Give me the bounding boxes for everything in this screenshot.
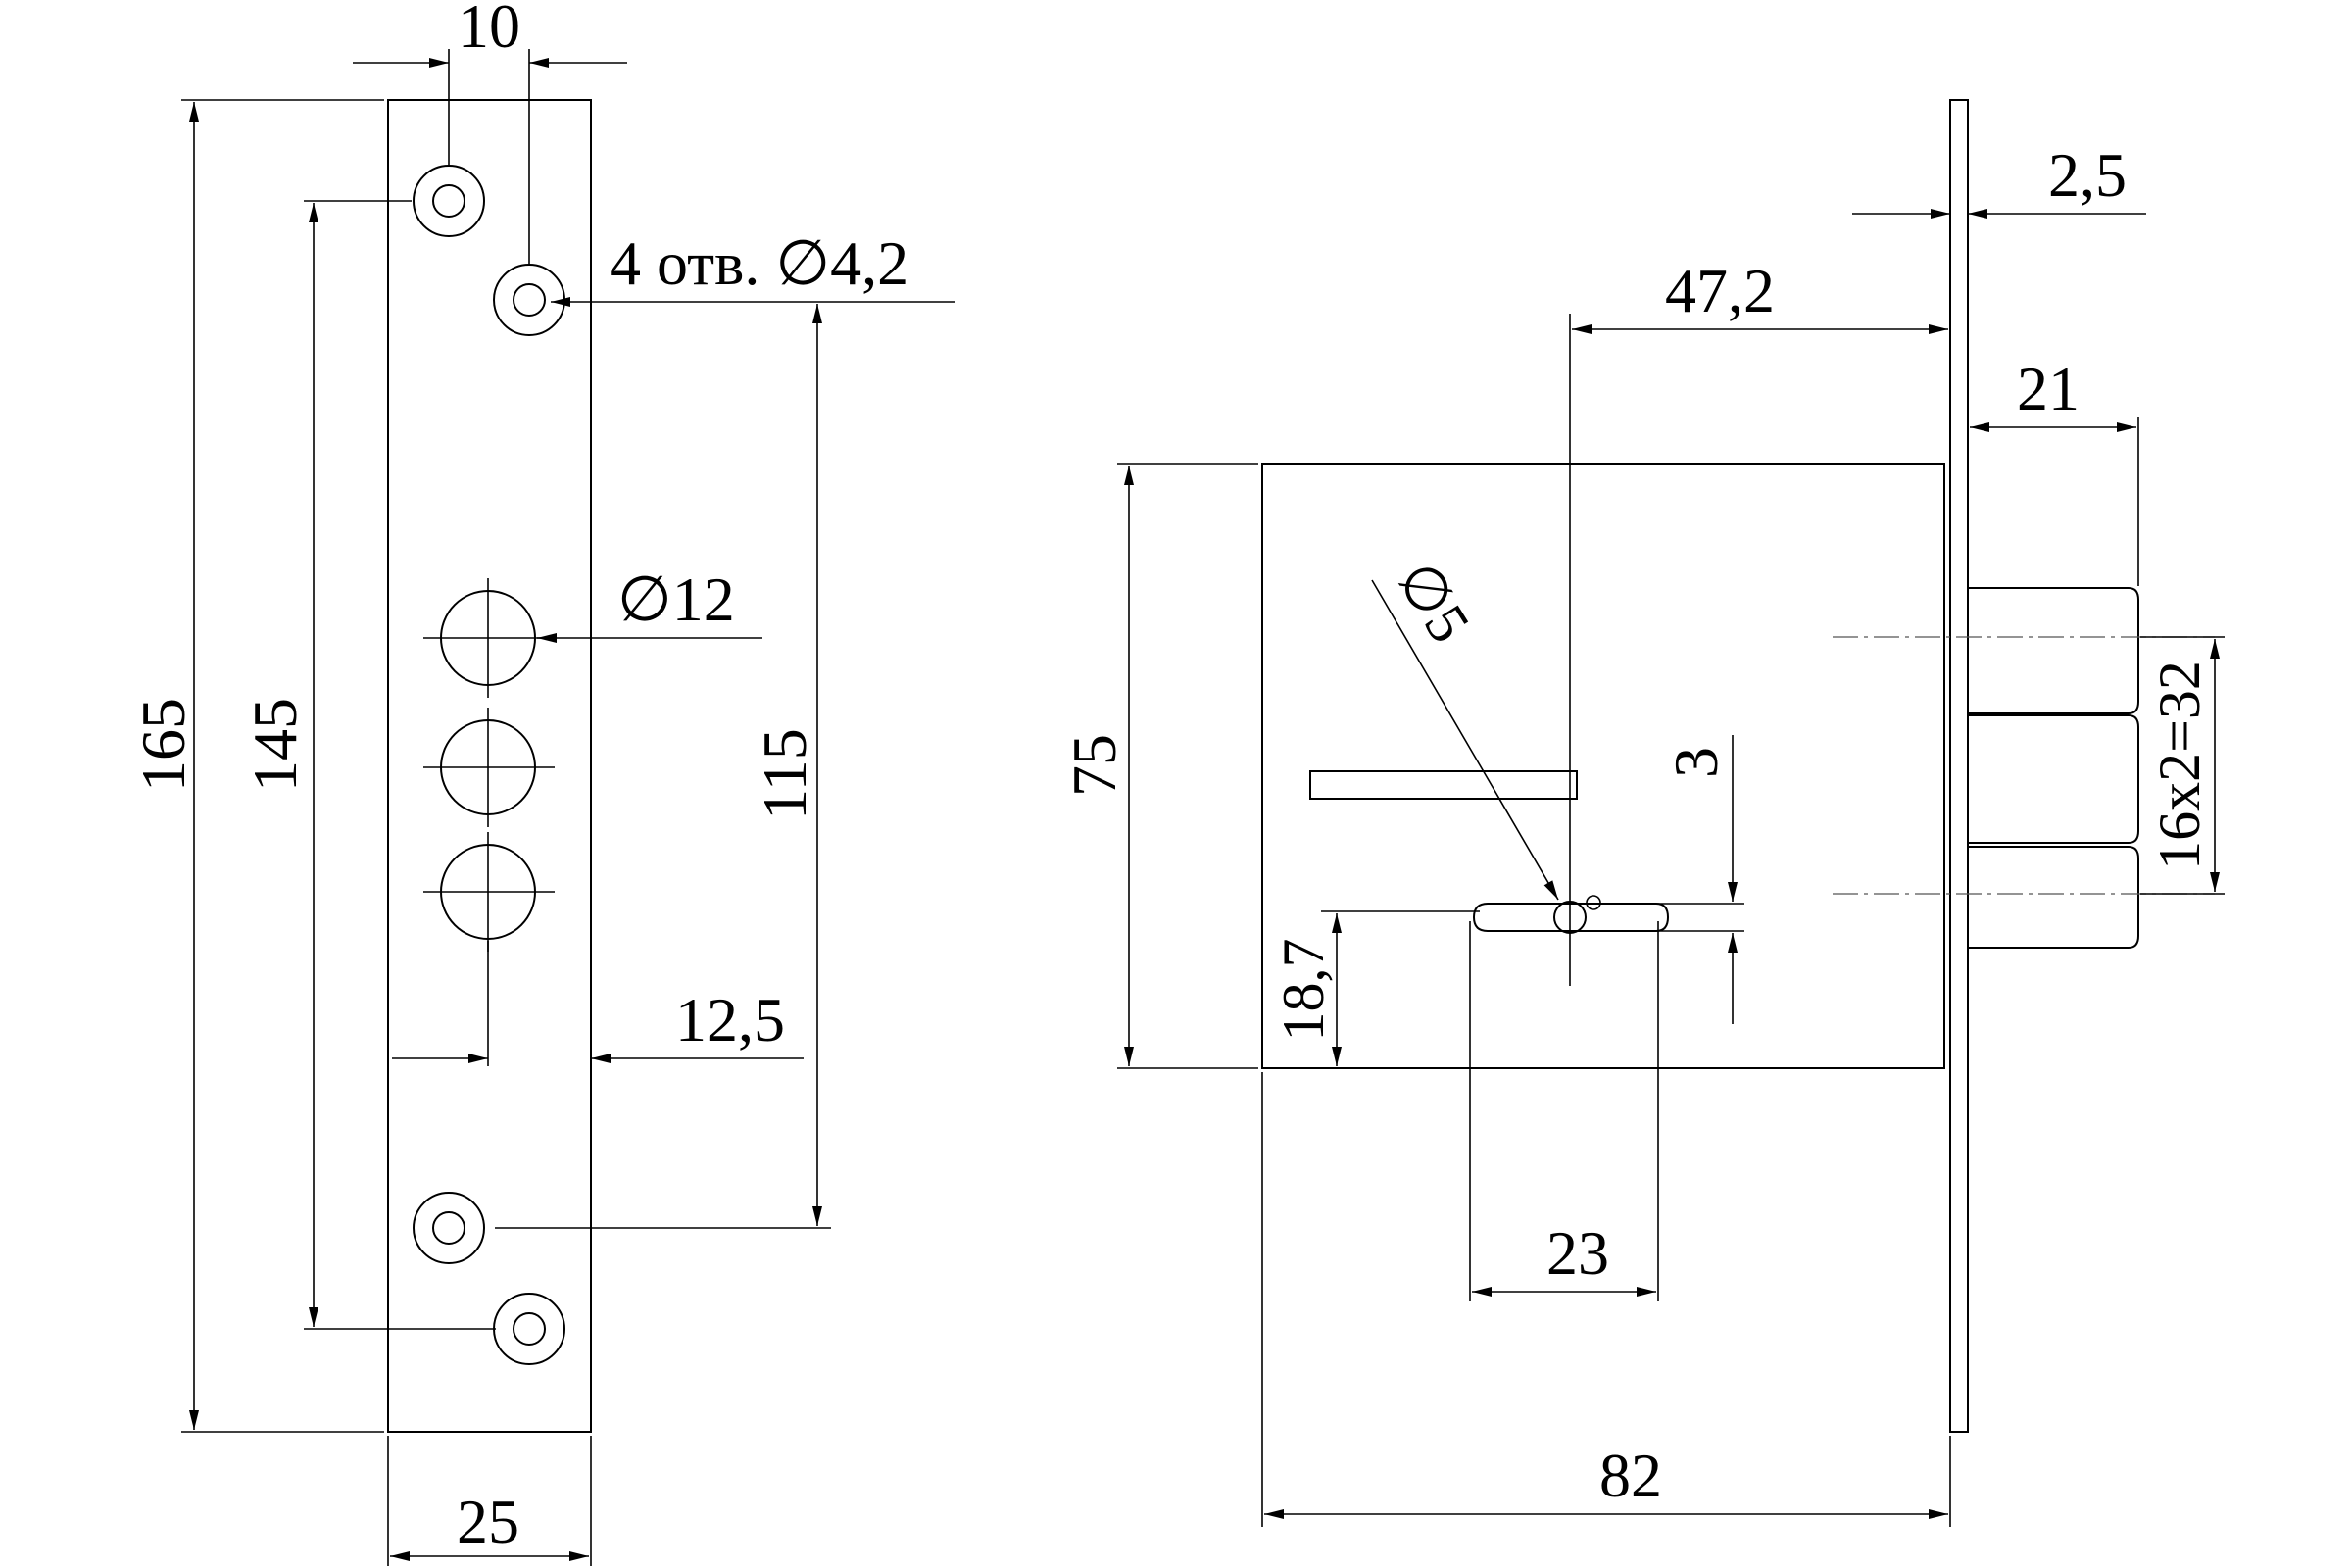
dim-body-depth-label: 82 <box>1599 1441 1662 1510</box>
side-view: ∅5 3 47,2 2,5 21 <box>1059 99 2225 1527</box>
spindle-diameter-label: ∅5 <box>1385 551 1483 654</box>
bolt-diameter-label: ∅12 <box>617 564 735 634</box>
hole-spec-label: 4 отв. ∅4,2 <box>610 228 908 298</box>
dim-keyhole-backset: 47,2 <box>1572 256 1948 334</box>
dim-overall-height: 165 <box>128 99 384 1433</box>
faceplate-outline <box>387 99 592 1433</box>
dim-bolt-center-offset: 12,5 <box>392 985 804 1063</box>
dim-bolt-throw-label: 21 <box>2017 354 2080 423</box>
dim-body-depth: 82 <box>1261 1072 1951 1527</box>
mounting-hole-top-left <box>413 165 485 237</box>
leader-bolt-diameter: ∅12 <box>537 564 762 643</box>
dim-body-height: 75 <box>1059 463 1258 1069</box>
mounting-hole-bottom-right <box>493 1293 565 1365</box>
dim-faceplate-width-label: 25 <box>457 1487 519 1556</box>
dim-mount-hole-spacing: 145 <box>240 200 496 1330</box>
bolt-upper <box>1968 587 2139 714</box>
bolt-middle <box>1968 714 2139 844</box>
dim-bolt-throw: 21 <box>1970 354 2139 586</box>
bolt-hole-middle <box>423 708 555 827</box>
dim-hole-spacing: 115 <box>495 304 831 1229</box>
bolt-hole-top <box>423 578 555 698</box>
dim-bolt-spacing: 16x2=32 <box>2140 636 2225 895</box>
leader-spindle-diameter: ∅5 <box>1371 551 1559 901</box>
leader-hole-spec: 4 отв. ∅4,2 <box>551 228 956 307</box>
dim-slot-width: 3 <box>1586 735 1744 1024</box>
dim-keyhole-backset-label: 47,2 <box>1665 256 1775 325</box>
dim-hole-offset: 10 <box>353 0 627 265</box>
dim-keyhole-height-label: 18,7 <box>1271 939 1336 1042</box>
dim-keyhole-width: 23 <box>1469 921 1659 1301</box>
bolt-hole-bottom <box>423 832 555 952</box>
dim-body-height-label: 75 <box>1059 734 1129 797</box>
dim-bolt-spacing-label: 16x2=32 <box>2147 661 2212 870</box>
dim-faceplate-thickness: 2,5 <box>1852 140 2146 219</box>
lock-body-outline <box>1261 463 1945 1069</box>
front-view: 165 145 10 4 отв. ∅4,2 115 <box>128 0 956 1566</box>
dim-bolt-center-offset-label: 12,5 <box>675 985 785 1054</box>
dim-hole-spacing-label: 115 <box>750 728 819 820</box>
dim-keyhole-height: 18,7 <box>1271 910 1480 1066</box>
mounting-hole-bottom-left <box>413 1192 485 1264</box>
latch-slot <box>1309 770 1578 800</box>
dim-keyhole-width-label: 23 <box>1546 1218 1609 1288</box>
mounting-hole-top-right <box>493 264 565 336</box>
dim-slot-width-label: 3 <box>1661 747 1731 778</box>
dim-overall-height-label: 165 <box>128 698 198 792</box>
dim-faceplate-width: 25 <box>387 1436 592 1566</box>
keyhole <box>1472 895 1670 934</box>
faceplate-edge <box>1949 99 1969 1433</box>
dim-faceplate-thickness-label: 2,5 <box>2048 140 2127 210</box>
dim-hole-offset-label: 10 <box>458 0 520 61</box>
bolt-lower <box>1968 846 2139 949</box>
dim-mount-hole-spacing-label: 145 <box>240 698 310 792</box>
